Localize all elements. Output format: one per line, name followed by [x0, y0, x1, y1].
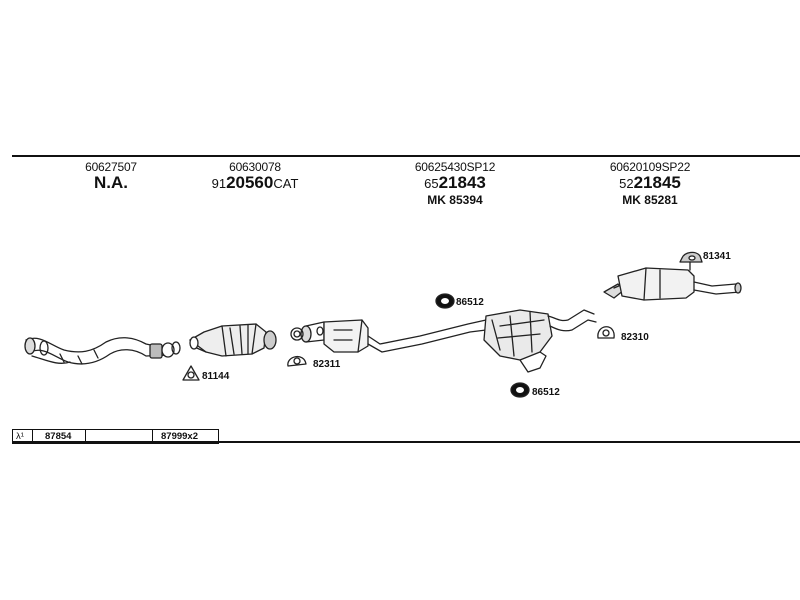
rear-silencer: [483, 309, 597, 373]
center-silencer: [300, 319, 369, 353]
column-4-mk: MK 85281: [622, 193, 678, 207]
legend-value-2: 87999x2: [161, 431, 198, 442]
clamp-82311-icon: [287, 356, 307, 367]
front-downpipe: [24, 337, 181, 365]
column-3-header: 60625430SP12 6521843 MK 85394: [414, 160, 496, 207]
part-label-81341: 81341: [703, 251, 731, 262]
part-label-86512-top: 86512: [456, 297, 484, 308]
lambda-sensor-symbol: λ¹: [13, 430, 33, 443]
column-2-header: 60630078 9120560CAT: [212, 160, 299, 193]
column-3-prefix: 65: [424, 176, 439, 191]
column-2-prefix: 91: [211, 176, 227, 191]
column-4-header: 60620109SP22 5221845 MK 85281: [609, 160, 691, 207]
legend-table: λ¹ 87854 87999x2: [12, 429, 219, 444]
hanger-86512-top-icon: [435, 293, 455, 309]
legend-value-1: 87854: [33, 430, 86, 443]
column-4-main: 21845: [633, 173, 681, 192]
end-silencer: [603, 267, 742, 301]
intermediate-pipe: [367, 319, 487, 353]
part-label-86512-bottom: 86512: [532, 387, 560, 398]
column-2-id: 60630078: [229, 160, 281, 174]
column-1-main: N.A.: [93, 173, 128, 192]
column-4-prefix: 52: [619, 176, 634, 191]
bottom-divider-line: [12, 441, 800, 443]
column-3-main: 21843: [438, 173, 486, 192]
legend-empty-cell: [86, 430, 153, 443]
clamp-81144-icon: [182, 365, 200, 381]
top-divider-line: [12, 155, 800, 157]
column-3-id: 60625430SP12: [414, 160, 496, 174]
gasket-82311-icon: [290, 327, 304, 341]
hanger-81341-icon: [679, 251, 703, 271]
clamp-82310-icon: [597, 326, 615, 339]
part-label-82310: 82310: [621, 332, 649, 343]
column-4-id: 60620109SP22: [609, 160, 691, 174]
catalytic-converter: [189, 323, 277, 357]
column-1-header: 60627507 N.A.: [85, 160, 137, 192]
column-2-main: 20560: [226, 173, 274, 192]
hanger-86512-bottom-icon: [510, 382, 530, 398]
column-2-suffix: CAT: [273, 176, 299, 191]
part-label-81144: 81144: [202, 371, 230, 382]
column-3-mk: MK 85394: [427, 193, 483, 207]
part-label-82311: 82311: [313, 359, 341, 370]
column-1-id: 60627507: [85, 160, 137, 174]
